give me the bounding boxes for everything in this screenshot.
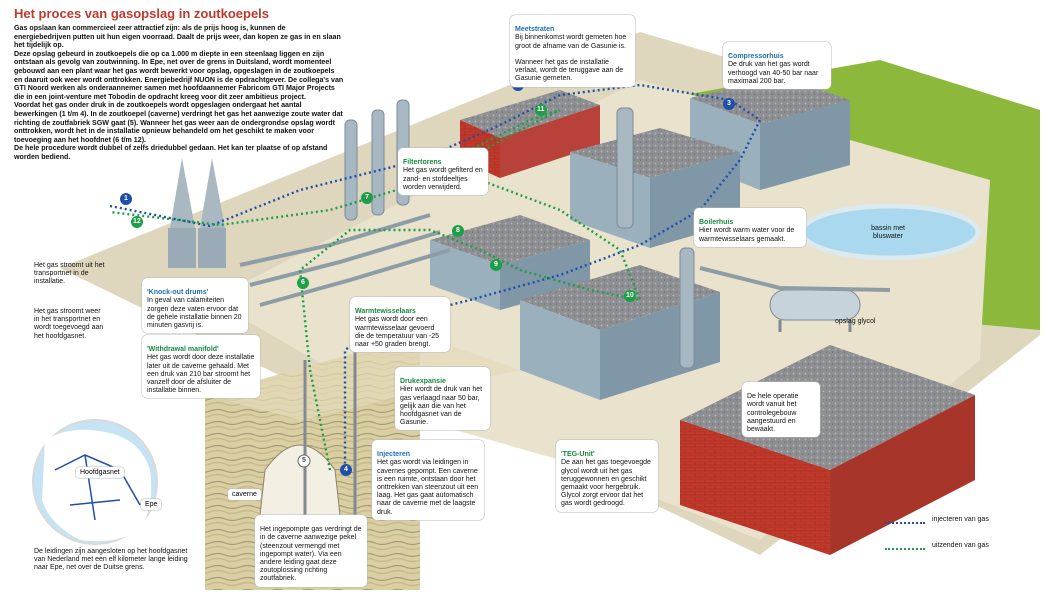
card-withdrawal: 'Withdrawal manifold'Het gas wordt door … — [142, 335, 260, 399]
marker-5-label: 5 — [302, 457, 306, 464]
card-title: 'Withdrawal manifold' — [147, 346, 219, 354]
marker-9-label: 9 — [494, 261, 498, 268]
marker-green-7 — [361, 192, 373, 204]
card-body: Bij binnenkomst wordt gemeten hoe groot … — [515, 34, 627, 83]
label-epe: Epe — [141, 499, 162, 510]
card-teg: 'TEG-Unit'De aan het gas toegevoegde gly… — [556, 440, 658, 512]
marker-2-label: 2 — [516, 81, 520, 88]
marker-11-label: 11 — [537, 106, 545, 113]
card-body: De hele operatie wordt vanuit het contro… — [747, 393, 799, 434]
marker-green-11 — [535, 104, 547, 116]
card-body: Het gas wordt gefilterd en zand- en stof… — [403, 167, 483, 191]
marker-blue-3 — [723, 98, 735, 110]
marker-green-10 — [624, 290, 636, 302]
card-controlegebouw: De hele operatie wordt vanuit het contro… — [742, 382, 820, 438]
card-body: bassin met bluswater — [871, 225, 905, 241]
card-body: Hier wordt de druk van het gas verlaagd … — [400, 386, 483, 427]
legend-withdraw-label: uitzenden van gas — [932, 542, 989, 549]
marker-green-6 — [297, 277, 309, 289]
label-glycol: opslag glycol — [835, 318, 876, 325]
label-caverne: caverne — [228, 489, 261, 500]
marker-12-label: 12 — [133, 218, 141, 225]
card-body: Het gas wordt door een warmtewisselaar g… — [355, 316, 440, 349]
card-title: Boilerhuis — [699, 219, 734, 227]
card-body: In geval van calamiteiten zorgen deze va… — [147, 297, 242, 330]
card-title: Warmtewisselaars — [355, 308, 416, 316]
marker-10-label: 10 — [626, 292, 634, 299]
card-body: De druk van het gas wordt verhoogd van 4… — [728, 61, 819, 85]
card-title: Drukexpansie — [400, 378, 446, 386]
building-hall-3 — [430, 215, 590, 310]
card-body: Het gas wordt door deze installatie late… — [147, 354, 255, 395]
marker-green-12 — [131, 216, 143, 228]
card-title: Compressorhuis — [728, 53, 784, 61]
marker-8-label: 8 — [456, 227, 460, 234]
marker-grey-5 — [297, 454, 311, 468]
card-title: Meetstraten — [515, 26, 555, 34]
card-knockout: 'Knock-out drums'In geval van calamiteit… — [142, 278, 248, 334]
card-title: Injecteren — [377, 451, 411, 459]
marker-7-label: 7 — [365, 194, 369, 201]
card-body: De aan het gas toegevoegde glycol wordt … — [561, 459, 651, 508]
label-hoofdgasnet: Hoofdgasnet — [76, 467, 124, 478]
marker-6-label: 6 — [301, 279, 305, 286]
marker-1-label: 1 — [124, 195, 128, 202]
legend-inject-label: injecteren van gas — [932, 516, 989, 523]
card-body: Het gas wordt via leidingen in cavernes … — [377, 459, 479, 516]
card-bassin: bassin met bluswater — [858, 214, 918, 245]
locator-map — [32, 419, 158, 545]
card-verdringt: Het ingepompte gas verdringt de in de ca… — [255, 515, 367, 587]
marker-green-8 — [452, 225, 464, 237]
card-body: Het ingepompte gas verdringt de in de ca… — [260, 526, 362, 583]
marker-4-label: 4 — [344, 466, 348, 473]
intro-text: Gas opslaan kan commercieel zeer attract… — [14, 24, 344, 161]
marker-blue-1 — [120, 193, 132, 205]
marker-blue-4 — [340, 464, 352, 476]
label-leidingen: De leidingen zijn aangesloten op het hoo… — [34, 548, 188, 572]
label-stroomt-in: Het gas stroomt uit het transportnet in … — [34, 262, 105, 286]
card-title: Filtertorens — [403, 159, 442, 167]
card-body: Hier wordt warm water voor de warmtewiss… — [699, 227, 795, 243]
legend-inject-line — [885, 522, 925, 524]
page-title: Het proces van gasopslag in zoutkoepels — [14, 6, 270, 21]
marker-3-label: 3 — [727, 100, 731, 107]
card-title: 'TEG-Unit' — [561, 451, 595, 459]
building-controlegebouw — [680, 345, 975, 555]
legend-withdraw-line — [885, 548, 925, 550]
card-title: 'Knock-out drums' — [147, 289, 209, 297]
glycol-tank — [769, 289, 861, 332]
label-stroomt-weer: Het gas stroomt weer in het transportnet… — [34, 308, 104, 340]
marker-green-9 — [490, 259, 502, 271]
inject-route — [109, 83, 762, 470]
knockout-drums — [168, 158, 226, 268]
